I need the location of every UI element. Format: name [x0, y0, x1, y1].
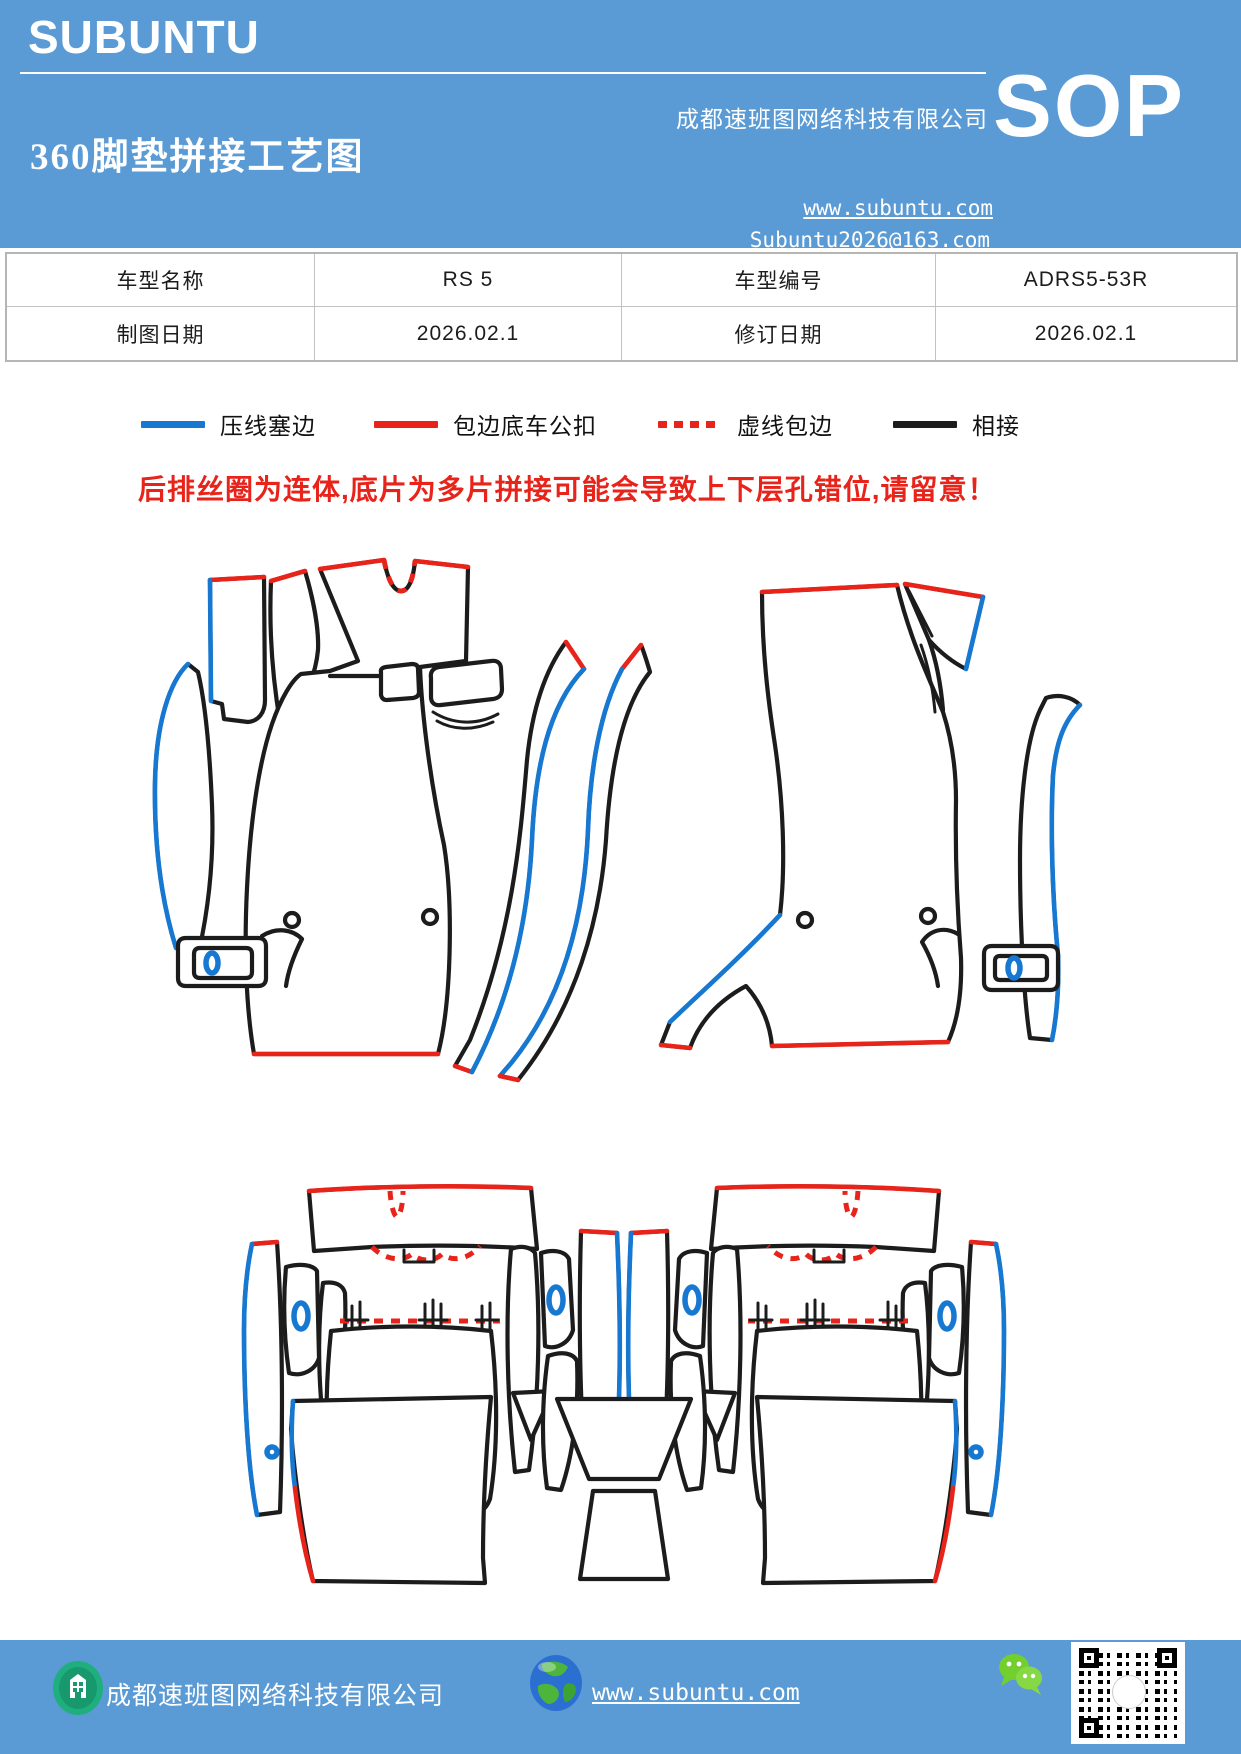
- footer-company-name: 成都速班图网络科技有限公司: [106, 1683, 445, 1710]
- front-passenger-mat-group: [658, 581, 1083, 1051]
- legend-label: 包边底车公扣: [453, 413, 597, 439]
- building-icon: [53, 1661, 103, 1715]
- rear-center-pieces: [554, 1396, 694, 1582]
- rear-mat-half-mirror: [628, 1186, 1004, 1583]
- label-model-code: 车型编号: [622, 254, 936, 307]
- legend-item-press-edge: 压线塞边: [141, 407, 316, 441]
- header-band: SUBUNTU 360脚垫拼接工艺图 成都速班图网络科技有限公司 SOP www…: [0, 0, 1241, 252]
- sop-badge: SOP: [993, 56, 1185, 155]
- legend-label: 虚线包边: [737, 413, 833, 439]
- qr-center-logo: [1112, 1675, 1146, 1709]
- qr-finder-top-right: [1157, 1648, 1177, 1668]
- legend-label: 压线塞边: [220, 413, 316, 439]
- rear-mat-half-group: [241, 1184, 623, 1586]
- legend-item-bind-buckle: 包边底车公扣: [374, 407, 597, 441]
- page-title: 360脚垫拼接工艺图: [30, 137, 365, 178]
- legend-label: 相接: [972, 413, 1020, 439]
- brand-logo: SUBUNTU: [28, 11, 260, 63]
- qr-code: [1071, 1642, 1185, 1744]
- black-line-swatch: [893, 420, 957, 428]
- front-driver-mat-group: [152, 557, 505, 1057]
- front-center-strips: [452, 639, 653, 1083]
- legend-item-joint: 相接: [893, 407, 1020, 441]
- qr-finder-top-left: [1079, 1648, 1099, 1668]
- mat-splicing-diagram: [152, 557, 1083, 1610]
- vehicle-info-table: 车型名称 RS 5 车型编号 ADRS5-53R 制图日期 2026.02.1 …: [5, 252, 1238, 362]
- header-divider: [20, 72, 986, 74]
- value-model-name: RS 5: [315, 254, 622, 307]
- website-link[interactable]: www.subuntu.com: [803, 196, 993, 220]
- company-name: 成都速班图网络科技有限公司: [676, 107, 988, 132]
- label-model-name: 车型名称: [7, 254, 315, 307]
- label-draw-date: 制图日期: [7, 307, 315, 360]
- label-revise-date: 修订日期: [622, 307, 936, 360]
- wechat-icon: [999, 1654, 1042, 1695]
- warning-text: 后排丝圈为连体,底片为多片拼接可能会导致上下层孔错位,请留意！: [138, 474, 997, 505]
- qr-finder-bottom-left: [1079, 1718, 1099, 1738]
- footer-band: 成都速班图网络科技有限公司 www.subuntu.com: [0, 1640, 1241, 1754]
- value-model-code: ADRS5-53R: [936, 254, 1236, 307]
- value-draw-date: 2026.02.1: [315, 307, 622, 360]
- blue-line-swatch: [141, 420, 205, 428]
- red-dashed-line-swatch: [658, 420, 722, 428]
- red-line-swatch: [374, 420, 438, 428]
- footer-website-link[interactable]: www.subuntu.com: [592, 1680, 800, 1706]
- legend-item-dashed-bind: 虚线包边: [658, 407, 833, 441]
- email-address[interactable]: Subuntu2026@163.com: [749, 228, 990, 252]
- value-revise-date: 2026.02.1: [1034, 321, 1138, 345]
- globe-icon: [530, 1655, 582, 1711]
